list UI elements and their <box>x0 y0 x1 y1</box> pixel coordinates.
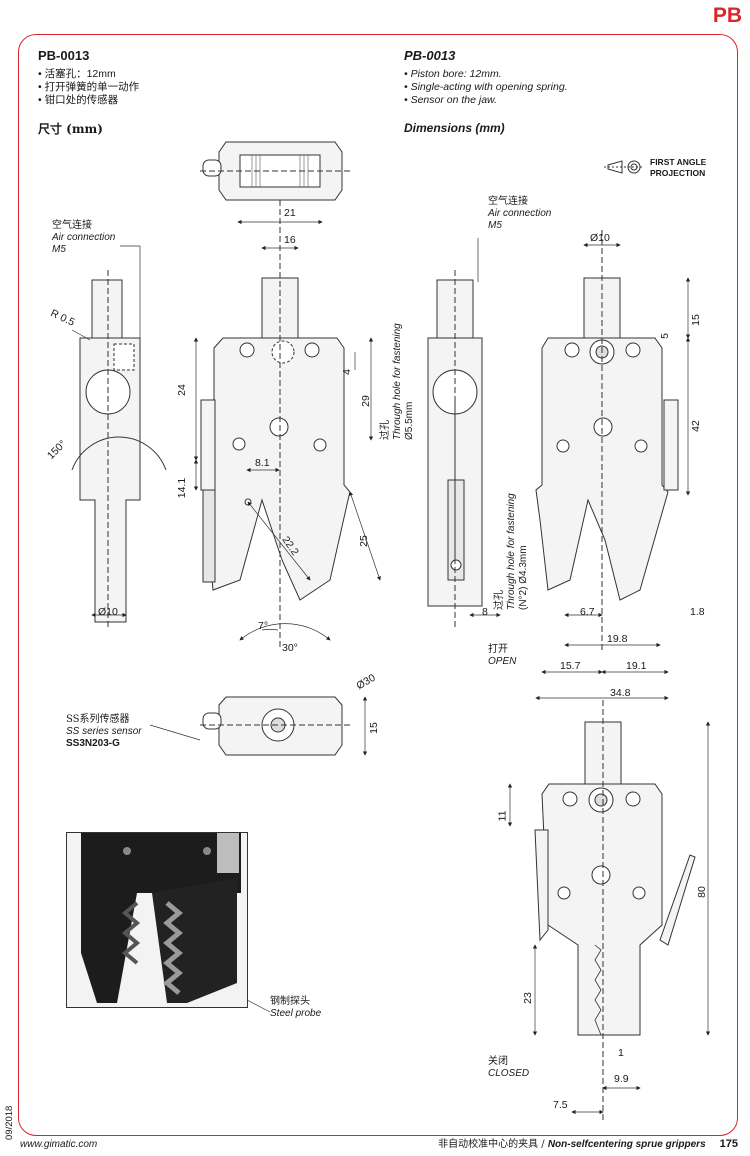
page-number: 175 <box>719 1138 738 1150</box>
through-hole-label-1: 过孔 Through hole for fastening Ø5.5mm <box>380 323 415 440</box>
air-connection-label-left: 空气连接 Air connection M5 <box>52 220 116 255</box>
dim-7-5: 7.5 <box>553 1099 568 1111</box>
dim-7deg: 7° <box>258 620 269 632</box>
website-link[interactable]: www.gimatic.com <box>20 1139 98 1150</box>
feature-zh-3: 钳口处的传感器 <box>38 94 139 107</box>
dim-15-right: 15 <box>689 314 702 326</box>
dim-5: 5 <box>658 333 671 339</box>
dim-29: 29 <box>359 395 372 407</box>
section-badge: PB <box>712 4 742 27</box>
front-view <box>200 200 351 650</box>
dim-14-1: 14.1 <box>176 477 189 499</box>
dim-19-1: 19.1 <box>626 660 647 672</box>
page-frame <box>18 34 738 1136</box>
dim-34-8: 34.8 <box>610 687 631 699</box>
dim-phi10-left: Ø10 <box>98 606 118 618</box>
features-en: Piston bore: 12mm. Single-acting with op… <box>404 68 568 107</box>
left-side-view <box>71 270 167 630</box>
dim-8-1: 8.1 <box>255 457 270 469</box>
feature-zh-2: 打开弹簧的单一动作 <box>38 81 140 94</box>
dim-8: 8 <box>482 606 488 618</box>
bottom-view <box>200 696 350 756</box>
product-photo <box>66 832 248 1008</box>
dim-25: 25 <box>357 535 370 547</box>
dim-42: 42 <box>689 420 702 432</box>
dim-16: 16 <box>284 234 296 246</box>
dim-4: 4 <box>340 369 353 375</box>
issue-date: 09/2018 <box>4 1105 15 1140</box>
dim-11: 11 <box>496 810 509 822</box>
dim-1: 1 <box>618 1047 624 1059</box>
feature-en-2: Single-acting with opening spring. <box>404 81 568 94</box>
feature-zh-1: 活塞孔：12mm <box>38 68 139 81</box>
dim-phi10-right: Ø10 <box>590 232 610 244</box>
dim-23: 23 <box>521 992 534 1004</box>
features-zh: 活塞孔：12mm 打开弹簧的单一动作 钳口处的传感器 <box>38 68 140 107</box>
open-label: 打开 OPEN <box>488 644 517 667</box>
dim-1-8: 1.8 <box>690 606 705 618</box>
dim-19-8: 19.8 <box>607 633 628 645</box>
footer-section: 非自动校准中心的夹具 / Non-selfcentering sprue gri… <box>438 1138 738 1150</box>
steel-probe-label: 钢制探头 Steel probe <box>270 996 322 1019</box>
closed-label: 关闭 CLOSED <box>488 1056 530 1079</box>
open-jaw-view <box>535 230 679 650</box>
feature-en-1: Piston bore: 12mm. <box>404 68 568 81</box>
first-angle-projection-icon <box>604 160 644 174</box>
dim-15-bottom: 15 <box>367 722 380 734</box>
dim-6-7: 6.7 <box>580 606 595 618</box>
dim-21: 21 <box>284 207 296 219</box>
sensor-label: SS系列传感器 SS series sensor SS3N203-G <box>66 714 142 749</box>
through-hole-label-2: 过孔 Through hole for fastening (N°2) Ø4.3… <box>494 493 529 610</box>
dim-15-7: 15.7 <box>560 660 581 672</box>
product-code-zh: PB-0013 <box>38 48 90 63</box>
air-connection-label-right: 空气连接 Air connection M5 <box>488 196 552 231</box>
closed-jaw-view <box>534 700 696 1120</box>
gripper-photo-icon <box>67 833 247 1007</box>
dim-30deg: 30° <box>282 642 298 654</box>
feature-en-3: Sensor on the jaw. <box>404 94 568 107</box>
dimensions-heading-zh: 尺寸 (mm) <box>38 122 103 136</box>
dim-9-9: 9.9 <box>614 1073 629 1085</box>
top-view-upper <box>200 141 350 201</box>
section-view <box>427 270 483 630</box>
dimensions-heading-en: Dimensions (mm) <box>404 121 505 135</box>
dim-80: 80 <box>695 886 708 898</box>
product-code-en: PB-0013 <box>404 48 456 63</box>
dim-24: 24 <box>175 384 188 396</box>
